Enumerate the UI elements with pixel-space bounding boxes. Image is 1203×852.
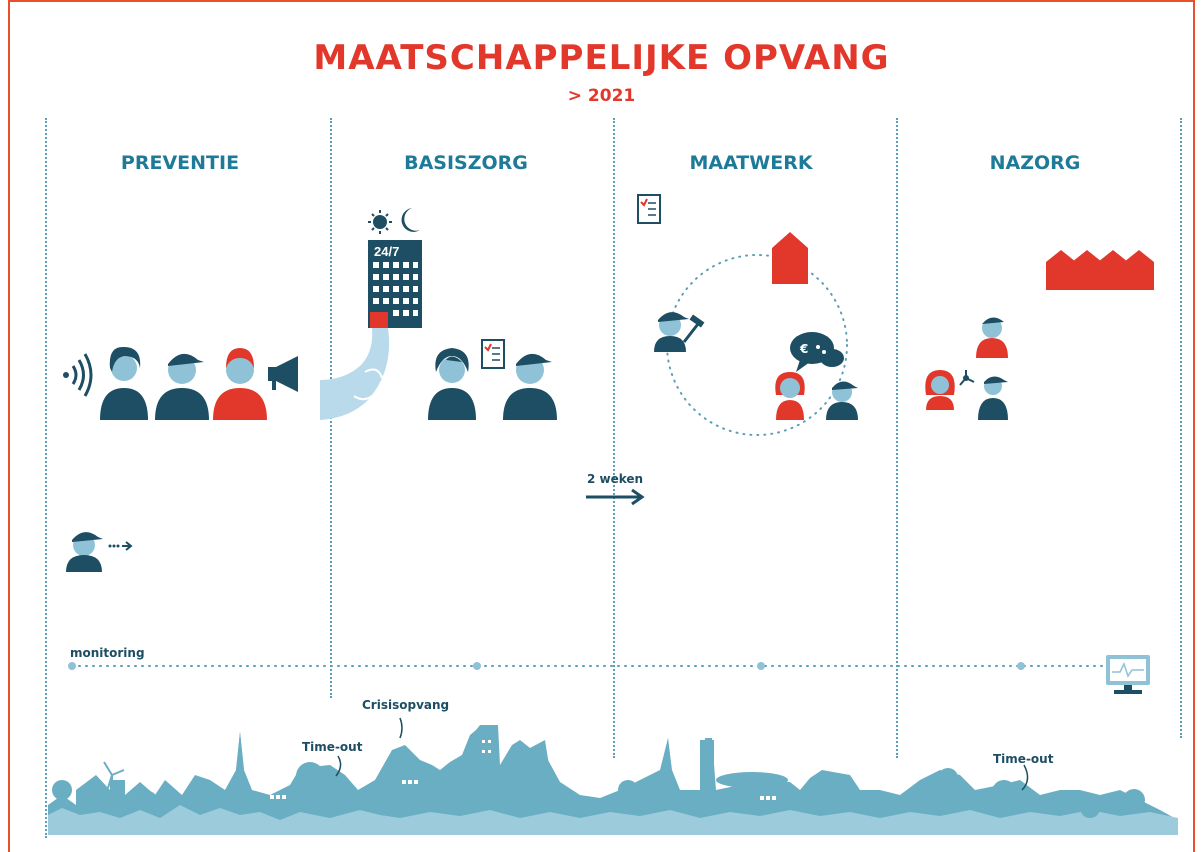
- speech-bubble-money-icon: €: [790, 332, 844, 372]
- timeout-label-right: Time-out: [993, 752, 1054, 766]
- crisis-label: Crisisopvang: [362, 698, 450, 712]
- city-skyline: [48, 717, 1178, 835]
- column-divider: [45, 118, 47, 838]
- two-weeks-arrow: [586, 488, 645, 506]
- monitoring-points: [68, 662, 1025, 670]
- network-people-icon: [925, 317, 1008, 420]
- person-cap-basis-icon: [503, 353, 557, 420]
- person-red-woman-icon: [775, 372, 805, 420]
- outreach-worker-icon: [66, 532, 103, 572]
- signal-icon: [63, 353, 93, 397]
- person-woman-icon: [100, 346, 148, 420]
- person-cap-small-icon: [826, 381, 858, 420]
- building-sign: 24/7: [374, 244, 399, 259]
- monitor-icon: [1106, 655, 1150, 694]
- column-title-nazorg: NAZORG: [989, 152, 1081, 174]
- megaphone-icon: [268, 356, 298, 392]
- column-divider: [1180, 118, 1182, 738]
- flow-path-icon: [320, 328, 390, 420]
- care-circle: [666, 254, 848, 436]
- timeout-label-left: Time-out: [302, 740, 363, 754]
- column-title-preventie: PREVENTIE: [120, 152, 240, 174]
- svg-text:€: €: [799, 342, 808, 356]
- worker-hammer-icon: [654, 312, 705, 352]
- page-subtitle: > 2021: [567, 86, 636, 106]
- house-icon: [772, 232, 808, 284]
- person-woman-dark-icon: [428, 348, 476, 420]
- houses-row-icon: [1046, 250, 1154, 290]
- column-title-maatwerk: MAATWERK: [689, 152, 813, 174]
- column-title-basiszorg: BASISZORG: [404, 152, 528, 174]
- person-cap-icon: [155, 353, 209, 420]
- page-title: MAATSCHAPPELIJKE OPVANG: [313, 38, 890, 78]
- sun-icon: [368, 210, 392, 234]
- two-weeks-label: 2 weken: [587, 472, 644, 486]
- checklist-document-icon: [481, 339, 505, 369]
- column-divider: [896, 118, 898, 758]
- building-24-7-icon: [368, 240, 422, 328]
- person-red-icon: [213, 348, 267, 420]
- moon-icon: [401, 208, 420, 232]
- column-divider: [613, 118, 615, 758]
- monitoring-label: monitoring: [70, 646, 145, 660]
- page-frame: [8, 0, 1195, 852]
- dotted-arrow-icon: [108, 541, 133, 551]
- checklist-document-icon: [637, 194, 661, 224]
